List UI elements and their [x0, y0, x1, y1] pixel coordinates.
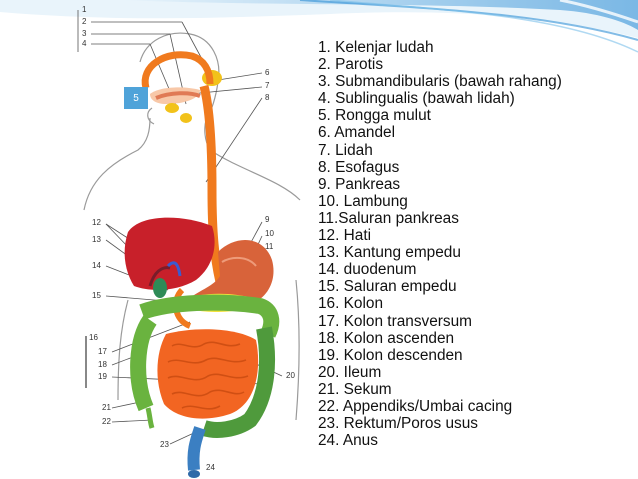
- legend-item: 20. Ileum: [318, 364, 562, 381]
- legend-item: 13. Kantung empedu: [318, 244, 562, 261]
- label-5: 5: [133, 93, 139, 104]
- legend-item: 6. Amandel: [318, 124, 562, 141]
- label-7: 7: [265, 82, 269, 90]
- label-12: 12: [92, 219, 101, 227]
- legend-item: 5. Rongga mulut: [318, 107, 562, 124]
- legend-item: 9. Pankreas: [318, 176, 562, 193]
- label-23: 23: [160, 441, 169, 449]
- label-24: 24: [206, 464, 215, 472]
- label-15: 15: [92, 292, 101, 300]
- legend-item: 2. Parotis: [318, 56, 562, 73]
- legend-item: 8. Esofagus: [318, 159, 562, 176]
- label-1: 1: [82, 6, 86, 14]
- legend-item: 19. Kolon descenden: [318, 347, 562, 364]
- legend-item: 12. Hati: [318, 227, 562, 244]
- label-17: 17: [98, 348, 107, 356]
- legend-item: 7. Lidah: [318, 142, 562, 159]
- legend-item: 14. duodenum: [318, 261, 562, 278]
- label-8: 8: [265, 94, 269, 102]
- label-14: 14: [92, 262, 101, 270]
- label-16: 16: [89, 334, 98, 342]
- legend-item: 16. Kolon: [318, 295, 562, 312]
- label-19: 19: [98, 373, 107, 381]
- legend-item: 3. Submandibularis (bawah rahang): [318, 73, 562, 90]
- label-13: 13: [92, 236, 101, 244]
- label-22: 22: [102, 418, 111, 426]
- legend-item: 18. Kolon ascenden: [318, 330, 562, 347]
- legend-item: 17. Kolon transversum: [318, 313, 562, 330]
- legend-item: 1. Kelenjar ludah: [318, 39, 562, 56]
- legend-item: 24. Anus: [318, 432, 562, 449]
- legend-item: 11.Saluran pankreas: [318, 210, 562, 227]
- legend-item: 21. Sekum: [318, 381, 562, 398]
- label-20: 20: [286, 372, 295, 380]
- label-11: 11: [265, 243, 273, 251]
- label-21: 21: [102, 404, 111, 412]
- label-4: 4: [82, 40, 86, 48]
- legend-item: 15. Saluran empedu: [318, 278, 562, 295]
- legend-item: 22. Appendiks/Umbai cacing: [318, 398, 562, 415]
- label-6: 6: [265, 69, 269, 77]
- legend-item: 23. Rektum/Poros usus: [318, 415, 562, 432]
- label-9: 9: [265, 216, 269, 224]
- label-3: 3: [82, 30, 86, 38]
- label-10: 10: [265, 230, 274, 238]
- legend-item: 4. Sublingualis (bawah lidah): [318, 90, 562, 107]
- label-5-box: 5: [124, 87, 148, 109]
- legend-item: 10. Lambung: [318, 193, 562, 210]
- label-18: 18: [98, 361, 107, 369]
- label-2: 2: [82, 18, 86, 26]
